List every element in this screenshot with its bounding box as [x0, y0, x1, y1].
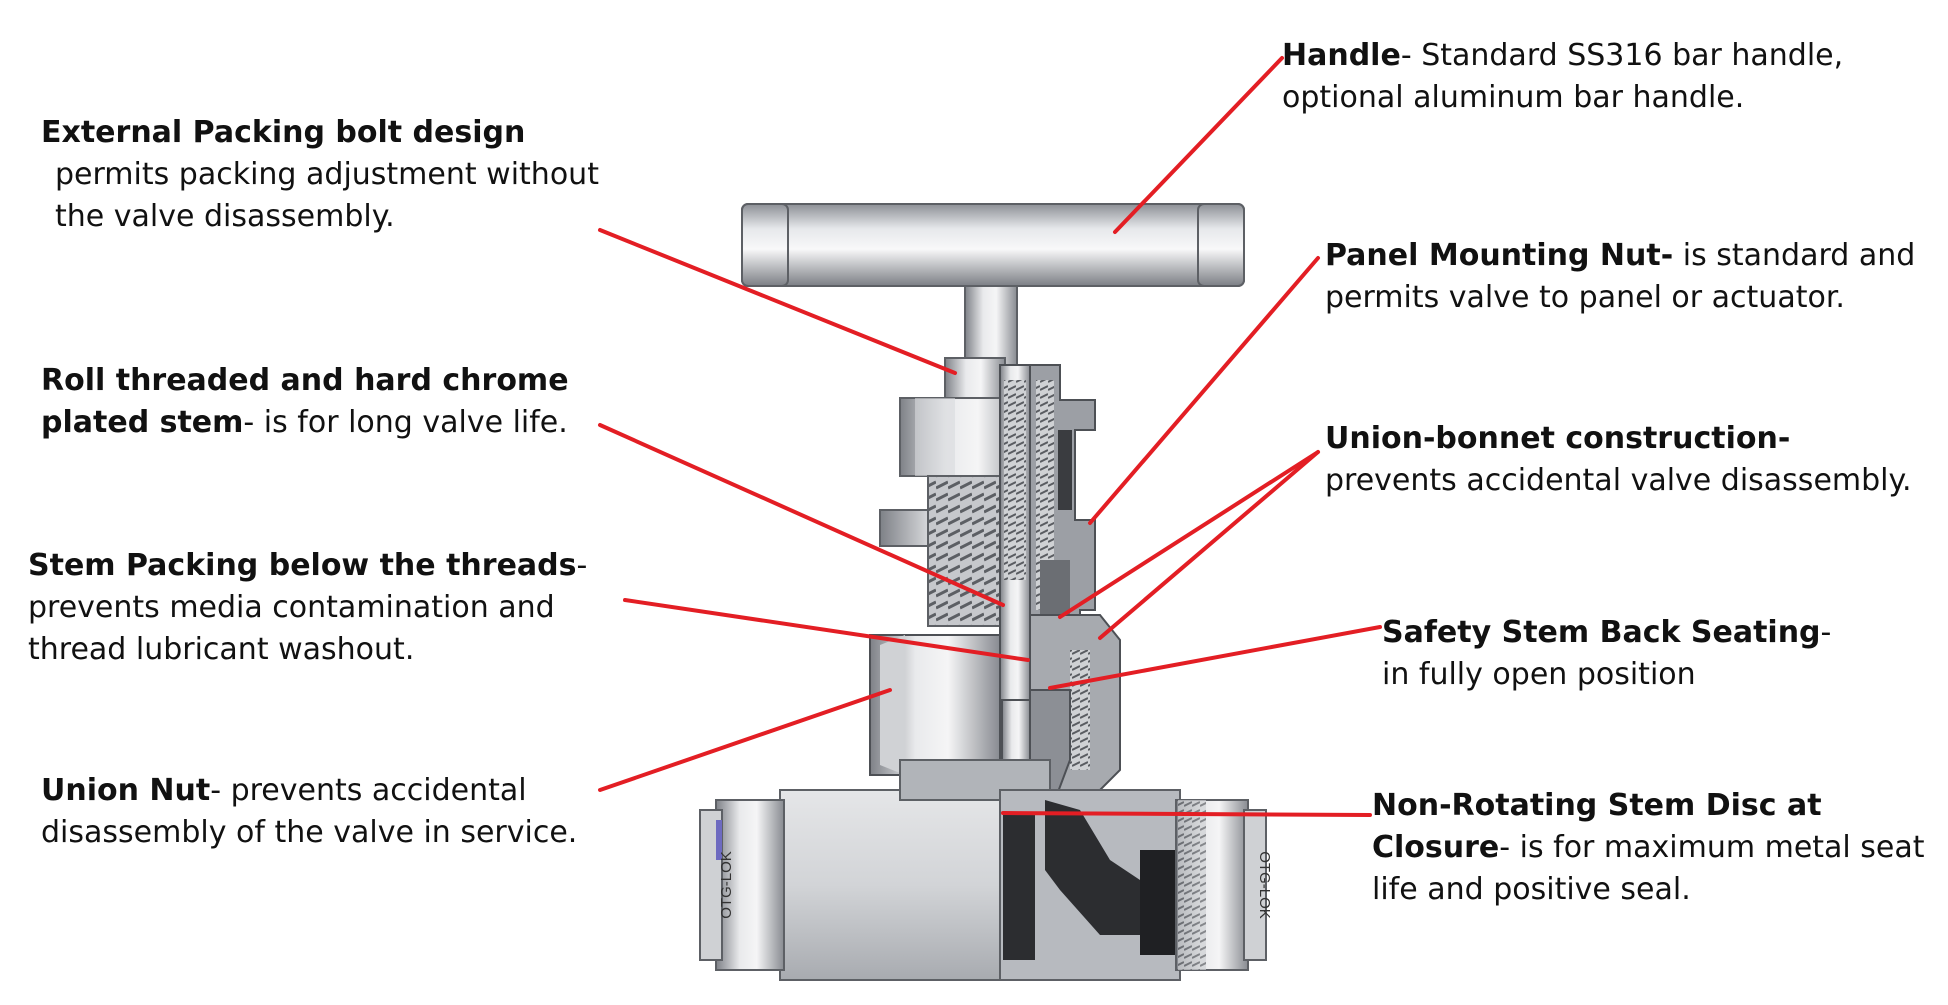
- body-stamp-left: OTG-LOK: [718, 851, 735, 919]
- handle-bar: [741, 203, 1245, 287]
- label-back-seating: Safety Stem Back Seating- in fully open …: [1382, 612, 1831, 696]
- label-non-rotating: Non-Rotating Stem Disc at Closure- is fo…: [1372, 785, 1925, 911]
- label-union-nut: Union Nut- prevents accidental disassemb…: [41, 770, 577, 854]
- body-stamp-right: OTG-LOK: [1256, 851, 1273, 919]
- label-panel-nut: Panel Mounting Nut- is standard and perm…: [1325, 235, 1915, 319]
- roll-threaded-title: Roll threaded and hard chrome: [41, 363, 569, 398]
- back-seating-title: Safety Stem Back Seating: [1382, 615, 1821, 650]
- handle-desc: - Standard SS316 bar handle,: [1400, 38, 1844, 73]
- label-roll-threaded: Roll threaded and hard chrome plated ste…: [41, 360, 569, 444]
- panel-nut-desc: is standard and: [1673, 238, 1916, 273]
- external-packing-line2: permits packing adjustment without: [55, 157, 599, 192]
- back-seating-line2: in fully open position: [1382, 657, 1696, 692]
- external-packing-line3: the valve disassembly.: [55, 199, 395, 234]
- non-rotating-title: Non-Rotating Stem Disc at: [1372, 788, 1822, 823]
- stem-packing-line2: prevents media contamination and: [28, 590, 555, 625]
- stem-packing-line3: thread lubricant washout.: [28, 632, 415, 667]
- label-handle: Handle- Standard SS316 bar handle, optio…: [1282, 35, 1843, 119]
- valve-body: [779, 759, 1181, 981]
- roll-threaded-title2: plated stem: [41, 405, 244, 440]
- label-union-bonnet: Union-bonnet construction- prevents acci…: [1325, 418, 1912, 502]
- packing-bolt: [944, 357, 1006, 399]
- handle-stem: [964, 285, 1018, 367]
- leader-panel-nut: [1088, 256, 1320, 525]
- stem-packing-title: Stem Packing below the threads: [28, 548, 577, 583]
- non-rotating-title2: Closure: [1372, 830, 1500, 865]
- leader-non-rotating: [1001, 811, 1372, 817]
- leader-stem-packing: [623, 598, 1030, 662]
- union-bonnet-line2: prevents accidental valve disassembly.: [1325, 463, 1912, 498]
- leader-union-nut: [598, 688, 892, 792]
- union-nut-title: Union Nut: [41, 773, 211, 808]
- stem-thread: [1004, 380, 1026, 580]
- back-seating-dash: -: [1820, 615, 1832, 650]
- panel-nut-title: Panel Mounting Nut-: [1325, 238, 1674, 273]
- leader-union-bonnet-b: [1098, 450, 1320, 640]
- roll-threaded-desc: - is for long valve life.: [243, 405, 568, 440]
- leader-union-bonnet-a: [1058, 450, 1320, 619]
- external-packing-title: External Packing bolt design: [41, 115, 526, 150]
- left-fitting: [699, 799, 785, 971]
- union-nut-desc: - prevents accidental: [210, 773, 527, 808]
- stem-packing-dash: -: [576, 548, 588, 583]
- non-rotating-line3: life and positive seal.: [1372, 872, 1691, 907]
- panel-nut-line2: permits valve to panel or actuator.: [1325, 280, 1845, 315]
- union-bonnet-title: Union-bonnet construction-: [1325, 421, 1791, 456]
- leader-back-seating: [1048, 625, 1382, 690]
- union-nut-line2: disassembly of the valve in service.: [41, 815, 578, 850]
- leader-roll-threaded: [598, 423, 1005, 607]
- leader-handle: [1113, 56, 1284, 234]
- handle-title: Handle: [1282, 38, 1401, 73]
- bonnet-cutaway: [1020, 364, 1096, 626]
- label-stem-packing: Stem Packing below the threads- prevents…: [28, 545, 587, 671]
- label-external-packing: External Packing bolt design permits pac…: [41, 112, 599, 238]
- handle-line2: optional aluminum bar handle.: [1282, 80, 1745, 115]
- leader-external-packing: [598, 228, 957, 375]
- non-rotating-desc: - is for maximum metal seat: [1499, 830, 1925, 865]
- right-fitting: [1175, 799, 1267, 971]
